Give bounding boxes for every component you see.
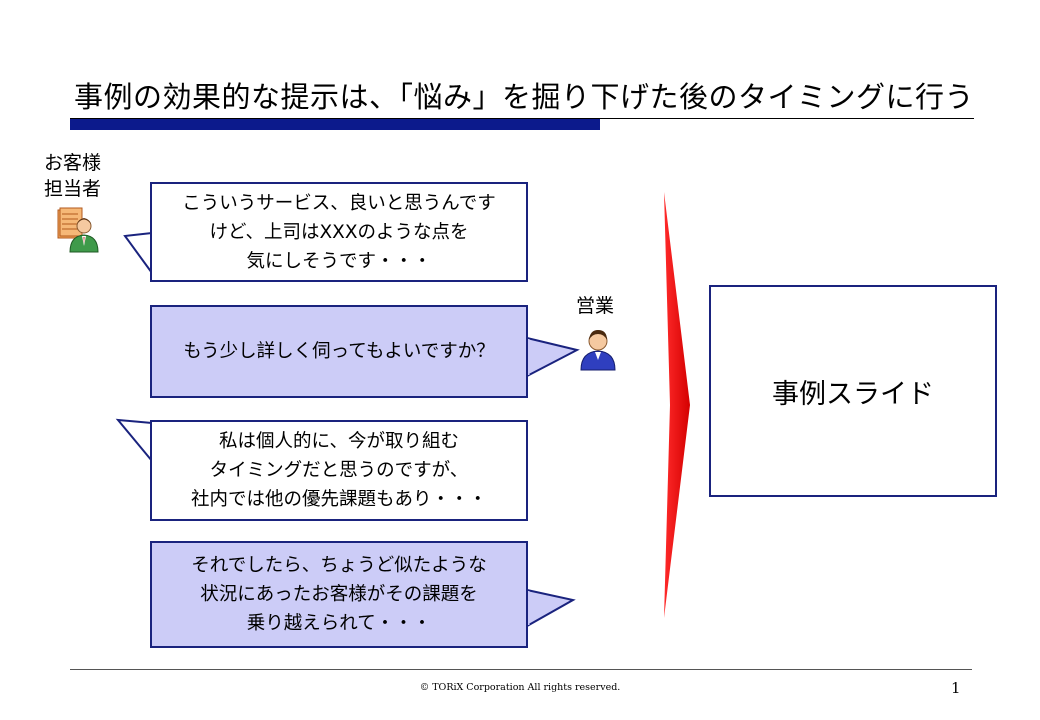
sales-person-icon: [580, 330, 616, 371]
case-study-slide-box: 事例スライド: [709, 285, 997, 497]
page-title: 事例の効果的な提示は、「悩み」を掘り下げた後のタイミングに行う: [74, 80, 975, 114]
case-study-slide-label: 事例スライド: [772, 378, 934, 410]
customer-bubble-1-text: こういうサービス、良いと思うんです けど、上司はXXXのような点を 気にしそうで…: [182, 192, 496, 272]
sales-bubble-1-text: もう少し詳しく伺ってもよいですか？: [183, 341, 495, 362]
bubble-2-tail: [526, 336, 580, 378]
title-underline: [70, 118, 974, 119]
sales-label: 営業: [576, 295, 615, 317]
sales-bubble-2-text: それでしたら、ちょうど似たような 状況にあったお客様がその課題を 乗り越えられて…: [191, 555, 487, 634]
bubble-4-tail: [526, 588, 576, 628]
customer-bubble-2-text: 私は個人的に、今が取り組む タイミングだと思うのですが、 社内では他の優先課題も…: [190, 431, 487, 510]
title-accent-bar: [70, 119, 600, 130]
page-number: 1: [951, 679, 961, 697]
footer-divider: [70, 669, 972, 670]
copyright-text: © TORiX Corporation All rights reserved.: [419, 682, 621, 693]
sales-bubble-2: それでしたら、ちょうど似たような 状況にあったお客様がその課題を 乗り越えられて…: [150, 541, 528, 648]
customer-label: お客様 担当者: [44, 150, 101, 202]
customer-person-icon: [57, 207, 99, 253]
customer-bubble-2: 私は個人的に、今が取り組む タイミングだと思うのですが、 社内では他の優先課題も…: [150, 420, 528, 521]
customer-bubble-1: こういうサービス、良いと思うんです けど、上司はXXXのような点を 気にしそうで…: [150, 182, 528, 282]
customer-label-line1: お客様: [44, 152, 102, 174]
flow-arrow: [664, 192, 690, 618]
customer-label-line2: 担当者: [44, 178, 102, 200]
sales-bubble-1: もう少し詳しく伺ってもよいですか？: [150, 305, 528, 398]
